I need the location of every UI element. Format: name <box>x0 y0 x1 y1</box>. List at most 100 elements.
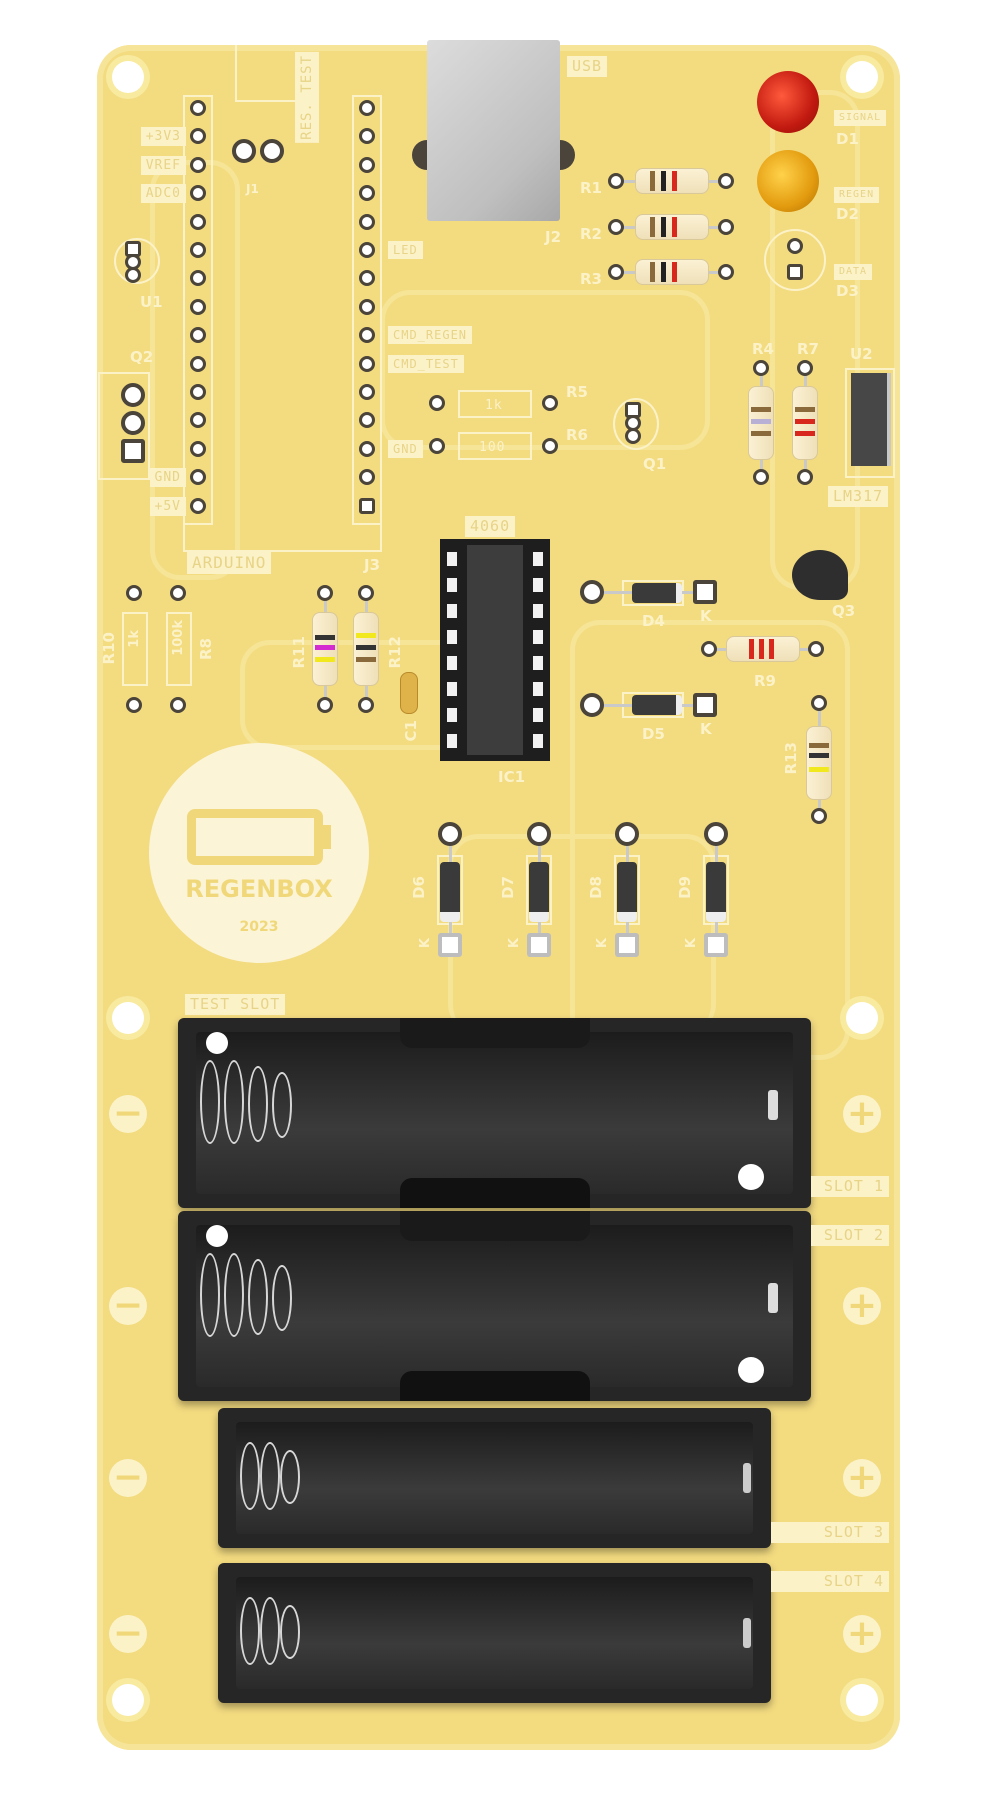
ic-pin <box>447 656 457 670</box>
d4-pad-cathode <box>693 580 717 604</box>
arduino-left-pin <box>190 185 206 202</box>
ic-pin <box>533 578 543 592</box>
r6-label: R6 <box>566 426 588 444</box>
r12-label: R12 <box>386 636 404 669</box>
d3-label: D3 <box>836 282 859 300</box>
resistor-band <box>672 171 677 191</box>
cathode-mark: K <box>418 938 433 949</box>
r4-pad <box>753 360 769 376</box>
r11-pad <box>317 697 333 713</box>
q1-outline <box>613 398 659 450</box>
r10-label: R10 <box>100 632 118 665</box>
ic-pin <box>533 604 543 618</box>
pin-label-left: VREF <box>140 155 186 175</box>
r8-pad <box>170 697 186 713</box>
q2-outline <box>98 372 150 480</box>
arduino-label: ARDUINO <box>187 552 272 574</box>
r6-value: 100 <box>479 440 506 455</box>
arduino-left-pin <box>190 156 206 173</box>
pin-label-right: LED <box>388 241 423 259</box>
arduino-right-pin <box>359 185 375 202</box>
arduino-right-pin <box>359 384 375 400</box>
diode-d7 <box>529 862 549 922</box>
signal-label: SIGNAL <box>834 110 887 126</box>
arduino-right-pin <box>359 156 375 173</box>
r3-label: R3 <box>580 270 602 288</box>
arduino-left-pin <box>190 242 206 258</box>
d6-label: D6 <box>410 876 428 899</box>
arduino-right-pin <box>359 440 375 457</box>
capacitor-c1 <box>400 672 418 714</box>
led-d2-orange <box>757 150 819 212</box>
transistor-q3 <box>792 550 848 600</box>
usb-connector[interactable] <box>427 40 560 221</box>
d4-label: D4 <box>642 612 665 630</box>
cathode-mark: K <box>507 938 522 949</box>
r7-pad <box>797 360 813 376</box>
r13-pad <box>811 808 827 824</box>
resistor-pad <box>718 264 734 280</box>
u1-outline <box>114 238 160 284</box>
u2-label: U2 <box>850 345 873 363</box>
resistor-r1 <box>635 168 709 194</box>
r10-value: 1k <box>127 630 142 648</box>
r5-pad <box>429 395 445 411</box>
resistor-pad <box>608 264 624 280</box>
trace <box>448 834 716 1034</box>
r10-pad <box>126 585 142 601</box>
battery-holder-slot-4[interactable] <box>218 1563 771 1703</box>
ic-pin <box>447 578 457 592</box>
q3-label: Q3 <box>832 602 856 620</box>
r12-pad <box>358 585 374 601</box>
battery-logo-tip <box>323 825 331 849</box>
diode-pad-cathode <box>438 933 462 957</box>
slot-4-label: SLOT 4 <box>771 1571 889 1592</box>
r9-pad <box>808 641 824 657</box>
res-test-label: RES. TEST <box>295 52 319 143</box>
resistor-band <box>650 171 655 191</box>
r1-label: R1 <box>580 179 602 197</box>
r10-outline <box>122 612 148 686</box>
resistor-pad <box>608 173 624 189</box>
resistor-pad <box>608 219 624 235</box>
arduino-left-pin <box>190 128 206 145</box>
battery-holder-slot-2[interactable] <box>178 1211 811 1401</box>
j1-label: J1 <box>246 182 259 196</box>
d3-pad <box>787 238 803 254</box>
j3-label: J3 <box>364 556 381 574</box>
arduino-left-pin <box>190 440 206 457</box>
arduino-left-pin <box>190 327 206 344</box>
ic-pin <box>447 734 457 748</box>
r11-label: R11 <box>290 636 308 669</box>
diode-d8 <box>617 862 637 922</box>
arduino-right-pin <box>359 327 375 344</box>
diode-d9 <box>706 862 726 922</box>
resistor-r12 <box>353 612 379 686</box>
j1-outline <box>235 45 297 102</box>
led-d1-red <box>757 71 819 133</box>
u1-label: U1 <box>140 293 163 311</box>
mounting-hole <box>112 1684 144 1716</box>
r7-label: R7 <box>797 340 819 358</box>
plus-terminal-icon: + <box>843 1459 881 1497</box>
arduino-left-pin <box>190 469 206 486</box>
diode-pad <box>704 822 728 846</box>
resistor-r3 <box>635 259 709 285</box>
mounting-hole <box>846 1002 878 1034</box>
q2-pad <box>121 439 145 463</box>
header-left-outline <box>183 95 213 525</box>
battery-holder-slot-1[interactable] <box>178 1018 811 1208</box>
resistor-r7 <box>792 386 818 460</box>
r8-value: 100k <box>171 620 186 656</box>
r2-label: R2 <box>580 225 602 243</box>
usb-label: USB <box>567 56 608 77</box>
battery-holder-slot-3[interactable] <box>218 1408 771 1548</box>
diode-pad-cathode <box>615 933 639 957</box>
minus-terminal-icon: − <box>109 1095 147 1133</box>
arduino-right-pin <box>359 242 375 258</box>
arduino-right-pin <box>359 412 375 429</box>
arduino-right-pin <box>359 213 375 230</box>
slot-2-label: SLOT 2 <box>811 1225 889 1246</box>
u2-regulator <box>851 373 891 466</box>
arduino-left-pin <box>190 412 206 429</box>
